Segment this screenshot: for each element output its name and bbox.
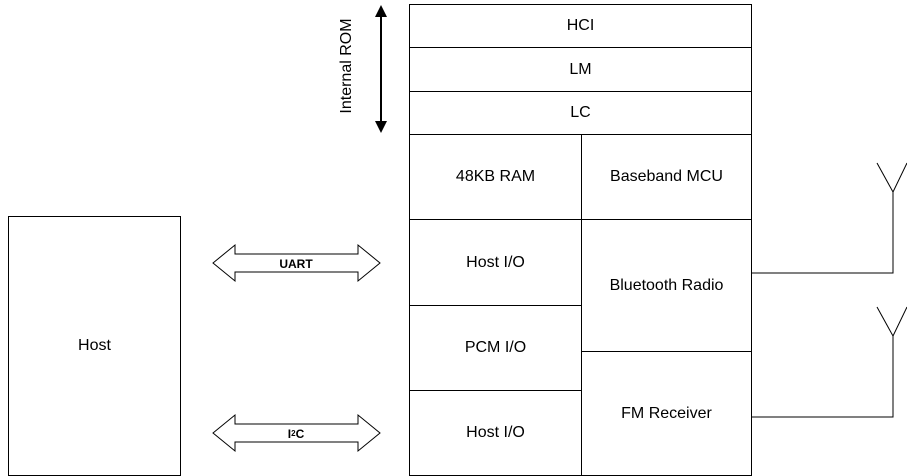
host-io-block-2: Host I/O xyxy=(409,390,582,476)
host-io-label-2: Host I/O xyxy=(466,424,525,441)
i2c-arrow xyxy=(212,413,381,453)
fm-receiver-block: FM Receiver xyxy=(581,351,752,476)
ram-block: 48KB RAM xyxy=(409,134,582,220)
host-io-block-1: Host I/O xyxy=(409,219,582,306)
lc-layer: LC xyxy=(409,91,752,135)
hci-layer: HCI xyxy=(409,4,752,48)
host-label: Host xyxy=(78,337,111,354)
fm-receiver-label: FM Receiver xyxy=(621,404,712,422)
baseband-mcu-label: Baseband MCU xyxy=(610,168,723,185)
uart-label: UART xyxy=(279,256,313,271)
lm-label: LM xyxy=(569,60,592,78)
bluetooth-radio-label: Bluetooth Radio xyxy=(609,276,724,294)
baseband-mcu-block: Baseband MCU xyxy=(581,134,752,220)
fm-antenna-icon xyxy=(751,306,907,418)
internal-rom-label: Internal ROM xyxy=(338,18,355,114)
bluetooth-antenna-icon xyxy=(751,162,907,274)
bluetooth-radio-block: Bluetooth Radio xyxy=(581,219,752,352)
host-block: Host xyxy=(8,216,181,476)
lc-label: LC xyxy=(570,104,591,121)
rom-span-arrow xyxy=(375,5,387,133)
lm-layer: LM xyxy=(409,47,752,92)
ram-label: 48KB RAM xyxy=(455,168,536,185)
host-io-label-1: Host I/O xyxy=(466,253,525,271)
hci-label: HCI xyxy=(566,17,595,34)
pcm-io-label: PCM I/O xyxy=(464,339,527,356)
uart-arrow xyxy=(212,243,381,283)
pcm-io-block: PCM I/O xyxy=(409,305,582,391)
